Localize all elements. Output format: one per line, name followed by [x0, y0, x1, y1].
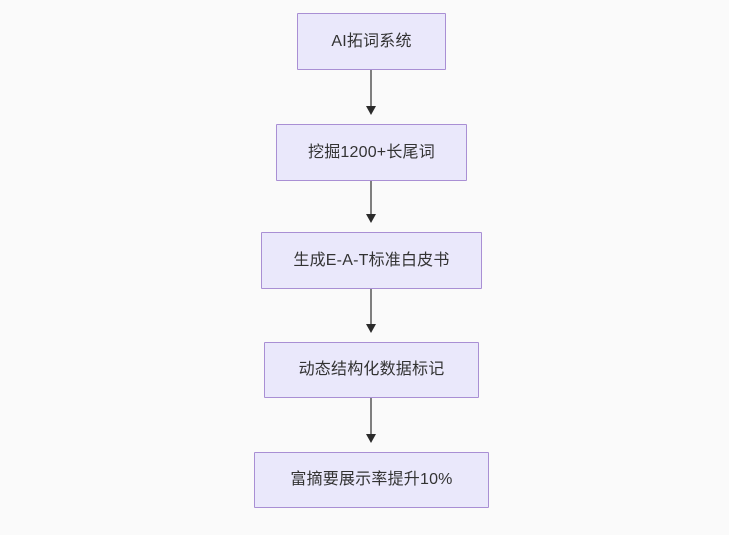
arrow-head-icon	[366, 106, 376, 115]
flow-node-generate-eat-whitepaper[interactable]: 生成E-A-T标准白皮书	[261, 232, 482, 289]
flow-node-label: AI拓词系统	[331, 32, 412, 50]
flow-node-label: 动态结构化数据标记	[298, 361, 445, 378]
flow-node-mine-longtail-keywords[interactable]: 挖掘1200+长尾词	[276, 124, 467, 181]
edge-line	[370, 398, 372, 435]
edge-line	[370, 289, 372, 325]
edge-line	[370, 181, 372, 215]
flow-node-label: 富摘要展示率提升10%	[290, 471, 453, 488]
flow-node-label: 挖掘1200+长尾词	[308, 143, 435, 161]
arrow-head-icon	[366, 434, 376, 443]
flow-node-label: 生成E-A-T标准白皮书	[293, 251, 450, 269]
flow-node-rich-snippet-rate-increase[interactable]: 富摘要展示率提升10%	[254, 452, 489, 508]
flow-node-dynamic-structured-data-markup[interactable]: 动态结构化数据标记	[264, 342, 479, 398]
edge-line	[370, 70, 372, 107]
arrow-head-icon	[366, 324, 376, 333]
arrow-head-icon	[366, 214, 376, 223]
flow-node-ai-keyword-system[interactable]: AI拓词系统	[297, 13, 446, 70]
